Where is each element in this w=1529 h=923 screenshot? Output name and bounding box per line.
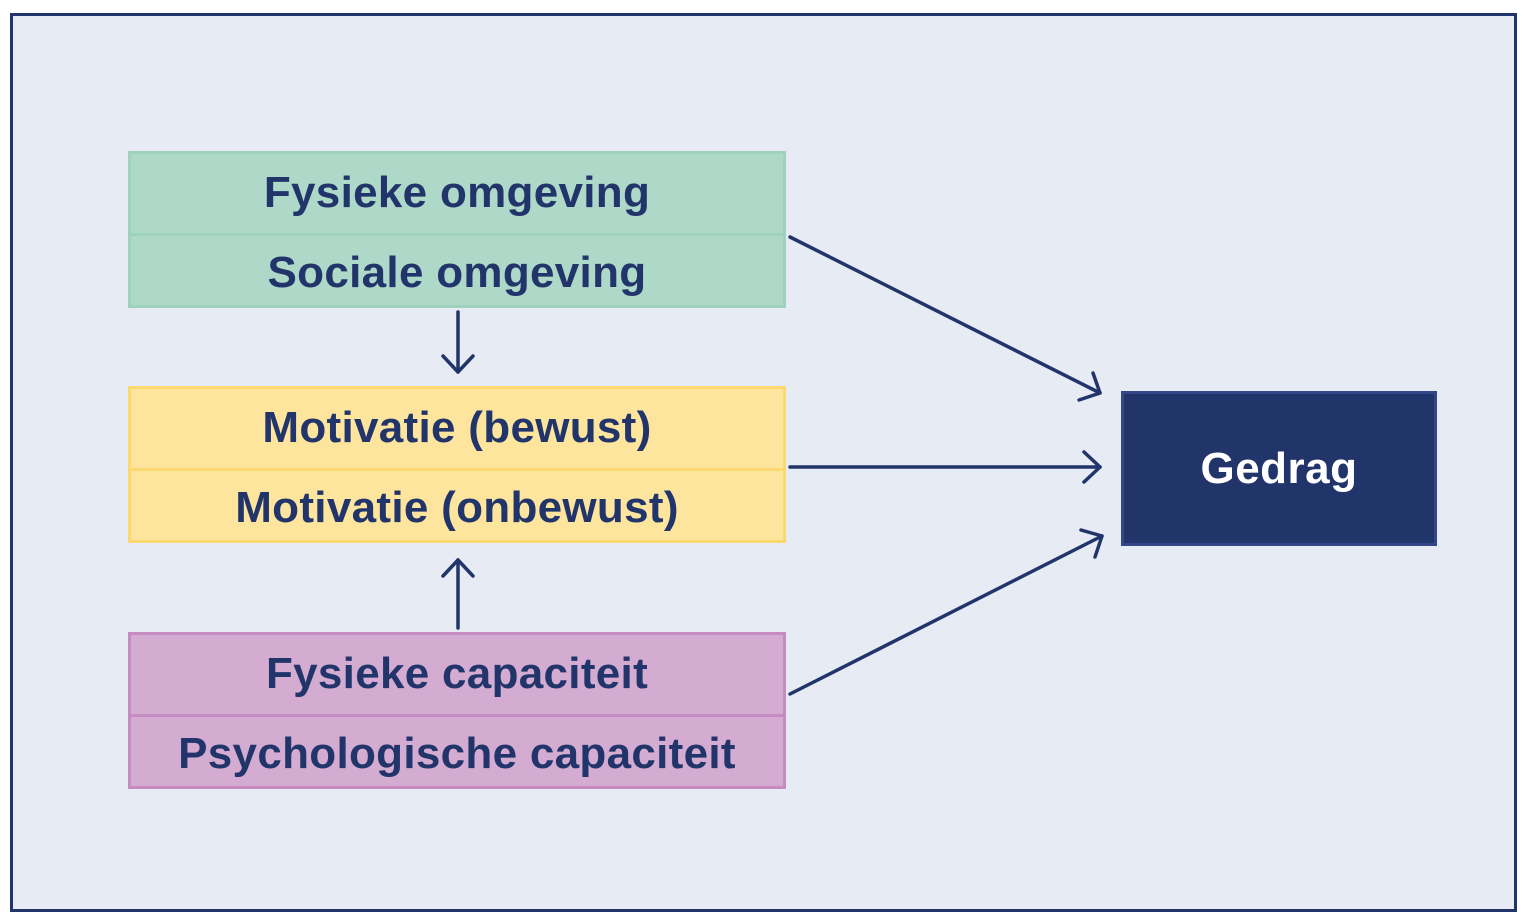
unconscious-motivation-box: Motivatie (onbewust)	[131, 467, 783, 547]
social-environment-box: Sociale omgeving	[131, 232, 783, 312]
physical-capacity-box: Fysieke capaciteit	[265, 649, 649, 699]
environment-group: Fysieke omgeving Sociale omgeving	[128, 151, 786, 308]
conscious-motivation-box: Motivatie (bewust)	[262, 403, 652, 453]
physical-environment-box: Fysieke omgeving	[263, 168, 651, 218]
capacity-group: Fysieke capaciteit Psychologische capaci…	[128, 632, 786, 789]
behavior-box: Gedrag	[1121, 391, 1437, 546]
psychological-capacity-box: Psychologische capaciteit	[131, 713, 783, 793]
motivation-group: Motivatie (bewust) Motivatie (onbewust)	[128, 386, 786, 543]
